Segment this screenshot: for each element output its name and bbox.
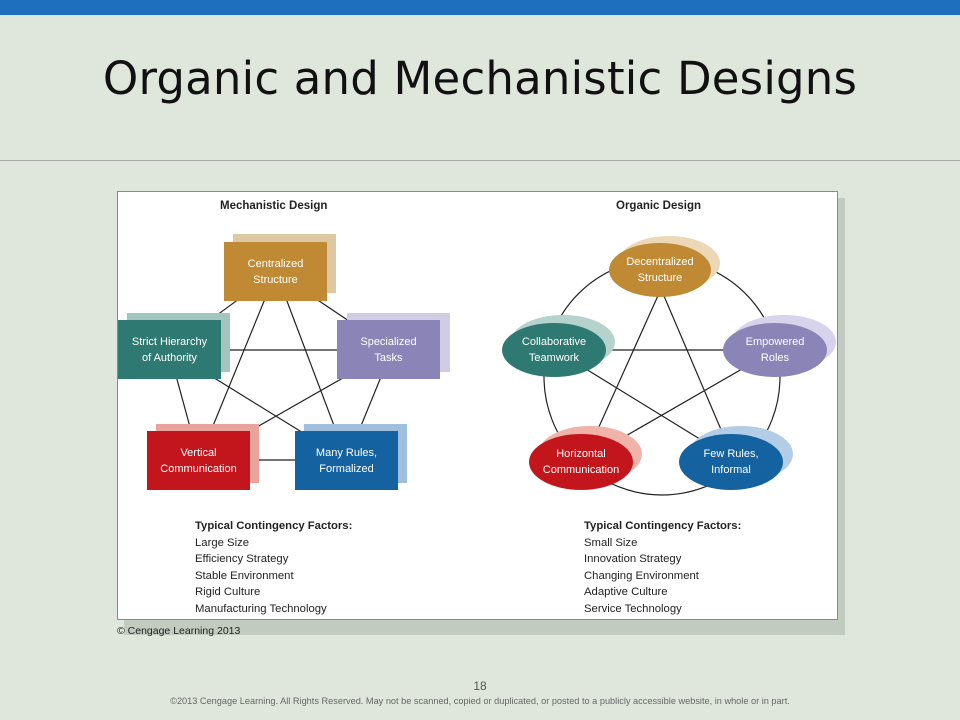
organic-factors-heading: Typical Contingency Factors:	[584, 520, 742, 532]
mechanistic-heading: Mechanistic Design	[220, 200, 328, 212]
top-accent-bar	[0, 0, 960, 15]
node-many-rules: Many Rules, Formalized	[295, 431, 398, 490]
node-decentralized-structure: Decentralized Structure	[609, 243, 711, 297]
figure-credit: © Cengage Learning 2013	[117, 625, 241, 637]
node-strict-hierarchy: Strict Hierarchy of Authority	[118, 320, 221, 379]
organic-heading: Organic Design	[616, 200, 701, 212]
organic-factor: Changing Environment	[584, 569, 699, 582]
organic-factors: Typical Contingency Factors: Small Size …	[584, 518, 741, 618]
design-figure: Mechanistic Design Centralized Structure…	[117, 191, 838, 620]
node-empowered-roles: Empowered Roles	[723, 323, 827, 377]
page-number: 18	[473, 679, 487, 693]
mechanistic-factor: Manufacturing Technology	[195, 602, 327, 615]
node-specialized-tasks: Specialized Tasks	[337, 320, 440, 379]
organic-factor: Adaptive Culture	[584, 586, 668, 599]
organic-factor: Innovation Strategy	[584, 553, 682, 566]
mechanistic-factor: Rigid Culture	[195, 586, 261, 599]
mechanistic-factor: Efficiency Strategy	[195, 553, 289, 566]
mechanistic-factor: Stable Environment	[195, 569, 294, 582]
slide-title: Organic and Mechanistic Designs	[102, 52, 858, 105]
mechanistic-factor: Large Size	[195, 536, 250, 549]
node-few-rules: Few Rules, Informal	[679, 434, 783, 490]
title-divider	[0, 160, 960, 161]
node-horizontal-communication: Horizontal Communication	[529, 434, 633, 490]
node-collaborative-teamwork: Collaborative Teamwork	[502, 323, 606, 377]
mechanistic-factors-heading: Typical Contingency Factors:	[195, 520, 353, 532]
organic-factor: Service Technology	[584, 602, 682, 615]
node-centralized-structure: Centralized Structure	[224, 242, 327, 301]
node-vertical-communication: Vertical Communication	[147, 431, 250, 490]
organic-factor: Small Size	[584, 536, 638, 549]
copyright-footer: ©2013 Cengage Learning. All Rights Reser…	[170, 696, 790, 706]
mechanistic-factors: Typical Contingency Factors: Large Size …	[195, 518, 352, 618]
